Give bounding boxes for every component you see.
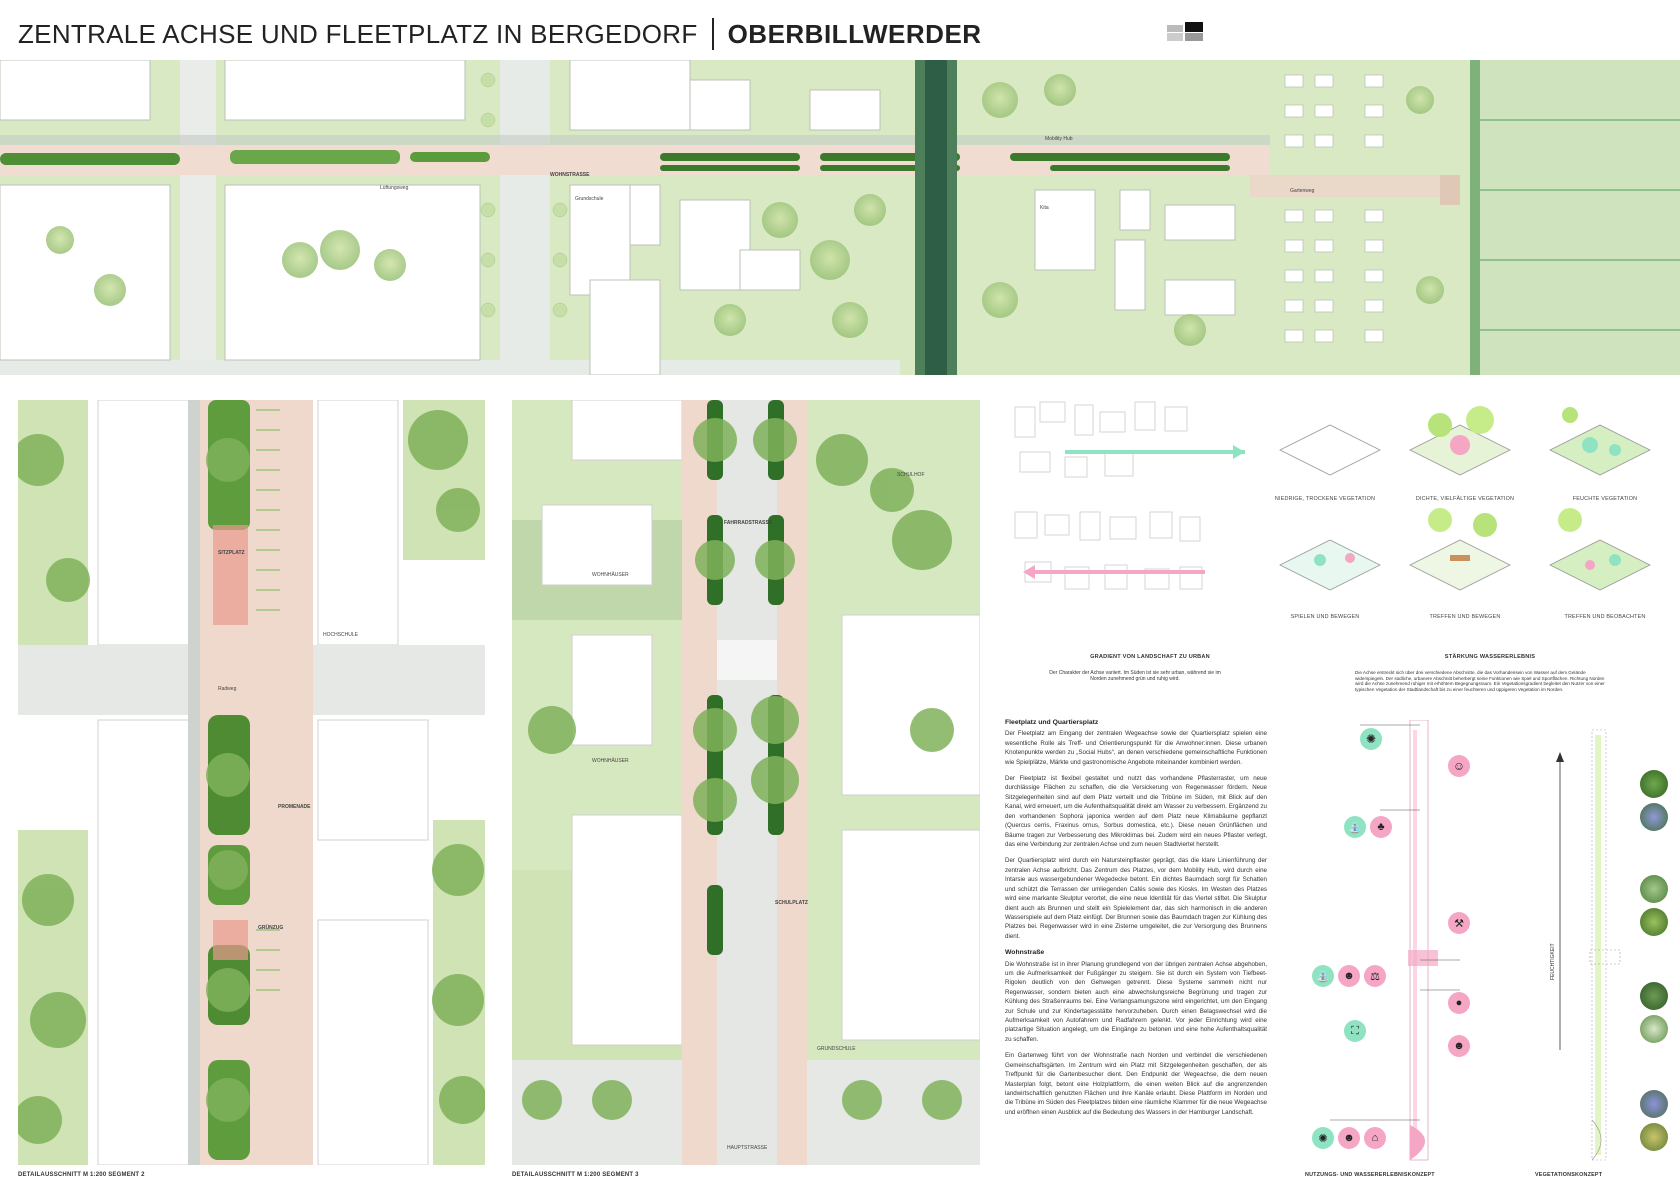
fountain-icon: ✺	[1360, 728, 1382, 750]
label-hauptstrasse: HAUPTSTRASSE	[727, 1145, 768, 1151]
label-radweg: Radweg	[218, 686, 237, 692]
fountain-2-icon: ⛲	[1312, 965, 1334, 987]
kiosk-icon: ⌂	[1364, 1127, 1386, 1149]
title-divider	[711, 18, 714, 50]
detail-2-drawing	[512, 400, 980, 1165]
detail-1-caption: DETAILAUSSCHNITT M 1:200 SEGMENT 2	[18, 1172, 145, 1178]
vegetation-photo-1	[1640, 770, 1668, 798]
paragraph-1: Der Fleetplatz am Eingang der zentralen …	[1005, 730, 1267, 766]
site-plan-drawing	[0, 60, 1680, 375]
paragraph-5: Ein Gartenweg führt von der Wohnstraße n…	[1005, 1052, 1267, 1116]
meeting-icon: ☻	[1448, 1035, 1470, 1057]
wasser-text: Die Achse erstreckt sich über drei versc…	[1355, 670, 1605, 692]
vegetationskonzept-diagram: FEUCHTIGKEIT	[1540, 720, 1680, 1170]
iso-label-4: SPIELEN UND BEWEGEN	[1290, 614, 1360, 620]
label-schulplatz: SCHULPLATZ	[775, 900, 808, 906]
detail-1-drawing	[18, 400, 485, 1165]
detail-plan-segment-2: HOCHSCHULE PROMENADE SITZPLATZ Radweg GR…	[18, 400, 485, 1165]
seesaw-icon: ⚖	[1364, 965, 1386, 987]
label-mobility-hub: Mobility Hub	[1045, 136, 1073, 142]
people-icon: ☻	[1338, 965, 1360, 987]
iso-label-6: TREFFEN UND BEOBACHTEN	[1564, 614, 1646, 620]
page-header: ZENTRALE ACHSE UND FLEETPLATZ IN BERGEDO…	[18, 14, 982, 54]
feuchtigkeit-label: FEUCHTIGKEIT	[1550, 943, 1556, 980]
vegetationskonzept-caption: VEGETATIONSKONZEPT	[1535, 1172, 1603, 1178]
label-schulhof: SCHULHOF	[897, 472, 925, 478]
iso-label-1: NIEDRIGE, TROCKENE VEGETATION	[1274, 496, 1376, 502]
project-name: OBERBILLWERDER	[727, 18, 982, 49]
label-sitzplatz: SITZPLATZ	[218, 550, 245, 556]
vegetation-photo-8	[1640, 1123, 1668, 1151]
heading-fleetplatz: Fleetplatz und Quartiersplatz	[1005, 719, 1099, 726]
gradient-text: Der Charakter der Achse variiert. Im Süd…	[1049, 670, 1221, 682]
people-2-icon: ☻	[1338, 1127, 1360, 1149]
label-wohnstrasse: WOHNSTRASSE	[550, 172, 590, 178]
paragraph-4: Die Wohnstraße ist in ihrer Planung grun…	[1005, 960, 1267, 1043]
label-wohnhaeuser-2: WOHNHÄUSER	[592, 758, 629, 764]
vegetation-photo-6	[1640, 1015, 1668, 1043]
tree-icon: ♣	[1370, 816, 1392, 838]
iso-label-5: TREFFEN UND BEWEGEN	[1429, 614, 1501, 620]
vegetation-photo-5	[1640, 982, 1668, 1010]
water-play-icon: ⛲	[1344, 816, 1366, 838]
bench-icon: ⛶	[1344, 1020, 1366, 1042]
iso-label-3: FEUCHTE VEGETATION	[1572, 496, 1638, 502]
label-gartenweg: Gartenweg	[1290, 188, 1315, 194]
iso-label-2: DICHTE, VIELFÄLTIGE VEGETATION	[1415, 496, 1515, 502]
detail-2-caption: DETAILAUSSCHNITT M 1:200 SEGMENT 3	[512, 1172, 639, 1178]
site-plan: WOHNSTRASSE Lüftungsweg Mobility Hub Kit…	[0, 60, 1680, 375]
label-kita: Kita	[1040, 205, 1049, 211]
nutzungskonzept-caption: NUTZUNGS- UND WASSERERLEBNISKONZEPT	[1305, 1172, 1435, 1178]
vegetation-photo-7	[1640, 1090, 1668, 1118]
nutzungskonzept-diagram: ✺ ☺ ⛲ ♣ ⚒ ⛲ ☻ ⚖ ● ⛶ ☻ ✺ ☻ ⌂	[1300, 719, 1480, 1170]
paragraph-3: Der Quartiersplatz wird durch ein Naturs…	[1005, 857, 1267, 940]
gradient-title: GRADIENT VON LANDSCHAFT ZU URBAN	[1090, 654, 1210, 660]
brand-logo	[1167, 22, 1203, 42]
label-hochschule: HOCHSCHULE	[323, 632, 359, 638]
label-wohnhaeuser-1: WOHNHÄUSER	[592, 572, 629, 578]
label-grundschule: Grundschule	[575, 196, 604, 202]
page-title: ZENTRALE ACHSE UND FLEETPLATZ IN BERGEDO…	[18, 18, 698, 49]
play-icon: ☺	[1448, 755, 1470, 777]
label-grundschule-2: GRUNDSCHULE	[817, 1046, 856, 1052]
heading-wohnstrasse: Wohnstraße	[1005, 949, 1045, 957]
vegetation-photo-2	[1640, 803, 1668, 831]
label-promenade: PROMENADE	[278, 804, 311, 810]
fitness-icon: ⚒	[1448, 912, 1470, 934]
label-gruenzug: GRÜNZUG	[258, 925, 284, 931]
label-lueftungsweg: Lüftungsweg	[380, 185, 409, 191]
fountain-3-icon: ✺	[1312, 1127, 1334, 1149]
label-fahrradstrasse: FAHRRADSTRASSE	[724, 520, 773, 526]
iso-diagrams	[1270, 390, 1675, 620]
text-block: Fleetplatz und Quartiersplatz Der Fleetp…	[1005, 718, 1267, 1124]
wasser-title: STÄRKUNG WASSERERLEBNIS	[1444, 654, 1536, 660]
basketball-icon: ●	[1448, 992, 1470, 1014]
vegetation-photo-4	[1640, 908, 1668, 936]
gradient-diagram	[1005, 397, 1245, 627]
paragraph-2: Der Fleetplatz ist flexibel gestaltet un…	[1005, 775, 1267, 848]
vegetation-photo-3	[1640, 875, 1668, 903]
detail-plan-segment-3: WOHNHÄUSER WOHNHÄUSER SCHULHOF FAHRRADST…	[512, 400, 980, 1165]
